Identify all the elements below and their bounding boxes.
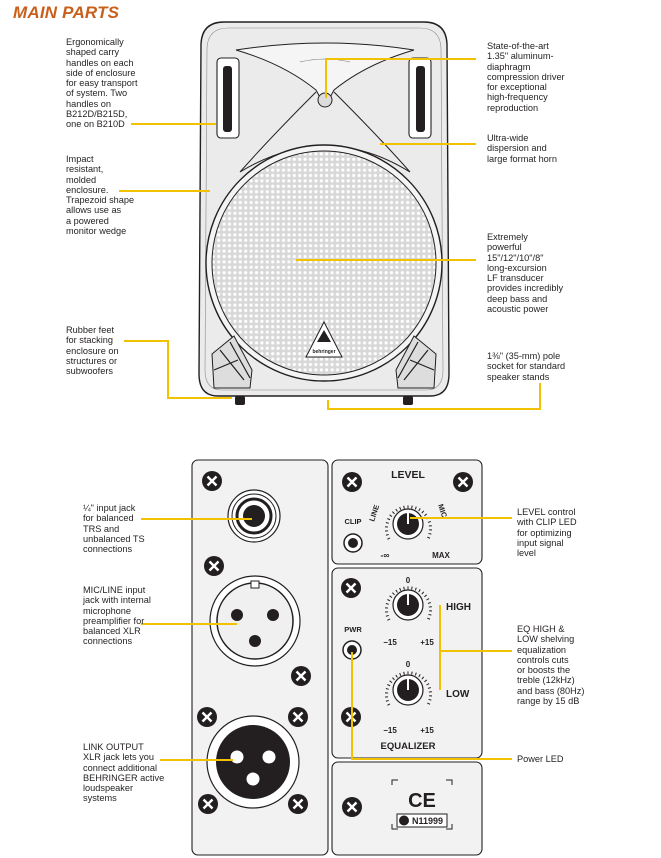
high-plus-label: +15: [420, 638, 434, 647]
speaker-callout-lines: [119, 58, 541, 410]
panel-callout-lines: [141, 517, 512, 761]
callout-eq: EQ HIGH & LOW shelving equalization cont…: [517, 624, 585, 707]
callout-pole-socket: 1⅜" (35-mm) pole socket for standard spe…: [487, 351, 566, 382]
callout-link-output: LINK OUTPUT XLR jack lets you connect ad…: [83, 742, 165, 804]
screw-icon: [291, 666, 311, 686]
callout-lf-transducer: Extremely powerful 15"/12"/10"/8" long-e…: [487, 232, 564, 315]
ce-certification: CE N11999: [391, 779, 453, 830]
low-minus-label: −15: [383, 726, 397, 735]
xlr-mic-line-input: [209, 575, 301, 667]
cert-number: N11999: [412, 816, 443, 826]
xlr-link-output: [206, 715, 300, 809]
screw-icon: [202, 471, 222, 491]
high-minus-label: −15: [383, 638, 397, 647]
callout-rubber-feet: Rubber feet for stacking enclosure on st…: [66, 325, 119, 377]
callout-level-control: LEVEL control with CLIP LED for optimizi…: [517, 507, 577, 559]
low-label: LOW: [446, 689, 470, 700]
behringer-logo-text: behringer: [312, 349, 335, 355]
screw-icon: [198, 794, 218, 814]
screw-icon: [342, 797, 362, 817]
pwr-label: PWR: [344, 625, 362, 634]
screw-icon: [453, 472, 473, 492]
mic-label: MIC: [436, 503, 449, 519]
behringer-logo: behringer: [305, 320, 343, 358]
page-title: MAIN PARTS: [13, 3, 120, 22]
callout-mic-line-input: MIC/LINE input jack with internal microp…: [83, 585, 151, 647]
low-zero-label: 0: [406, 660, 411, 669]
ce-mark: CE: [408, 790, 436, 812]
callout-compression-driver: State-of-the-art 1.35" aluminum- diaphra…: [487, 41, 565, 113]
callout-input-jack: ¼" input jack for balanced TRS and unbal…: [83, 503, 145, 555]
speaker-grille: [211, 150, 437, 376]
clip-label: CLIP: [344, 517, 361, 526]
quarter-inch-input-jack: [227, 489, 281, 543]
callout-carry-handles: Ergonomically shaped carry handles on ea…: [66, 37, 138, 130]
eq-high-knob[interactable]: [385, 586, 432, 621]
carry-handle-left: [216, 57, 240, 139]
screw-icon: [288, 794, 308, 814]
callout-power-led: Power LED: [517, 754, 564, 764]
high-zero-label: 0: [406, 576, 411, 585]
screw-icon: [341, 578, 361, 598]
equalizer-label: EQUALIZER: [381, 741, 436, 752]
screw-icon: [197, 707, 217, 727]
level-max-label: MAX: [432, 551, 450, 560]
eq-low-knob[interactable]: [385, 671, 432, 706]
high-label: HIGH: [446, 602, 471, 613]
level-min-label: -∞: [381, 550, 390, 560]
callout-enclosure: Impact resistant, molded enclosure. Trap…: [66, 154, 135, 237]
screw-icon: [288, 707, 308, 727]
level-knob[interactable]: [385, 505, 432, 540]
c-tick-icon: [399, 815, 409, 826]
rubber-feet: [211, 335, 437, 405]
panel-screws: [197, 471, 473, 817]
screw-icon: [342, 472, 362, 492]
low-plus-label: +15: [420, 726, 434, 735]
level-label: LEVEL: [391, 469, 425, 481]
callout-horn: Ultra-wide dispersion and large format h…: [487, 133, 557, 164]
screw-icon: [204, 556, 224, 576]
carry-handle-right: [408, 57, 432, 139]
